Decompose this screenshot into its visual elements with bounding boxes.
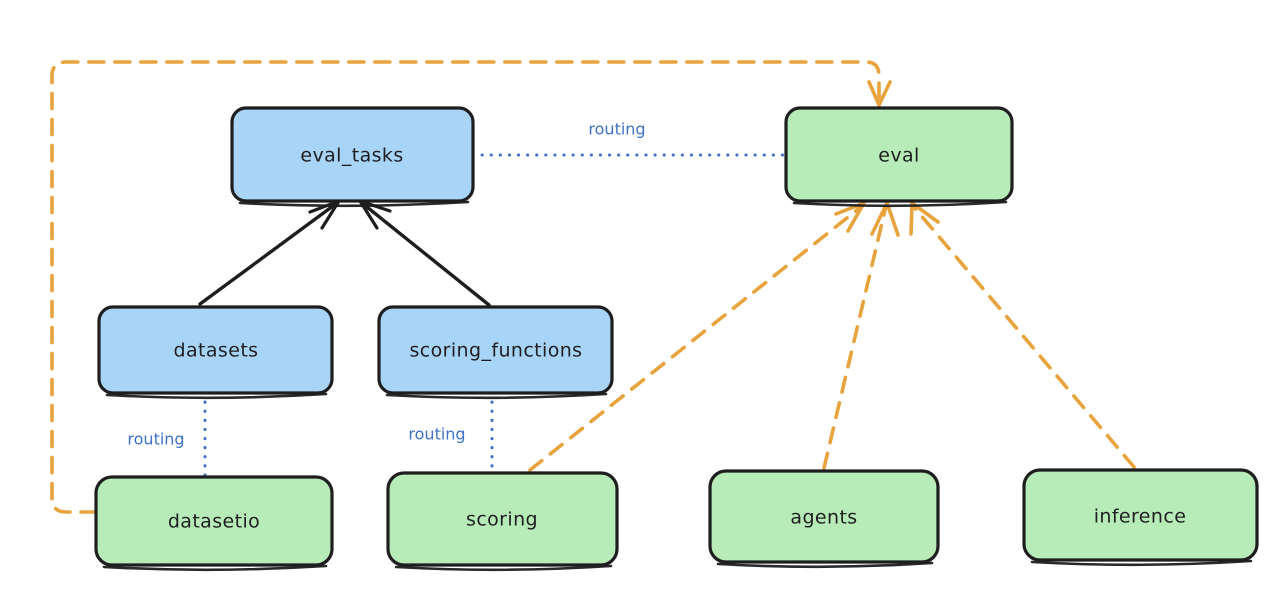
- node-datasetio-shape[interactable]: [94, 475, 334, 567]
- edge-agents-eval-arrowhead: [870, 201, 900, 237]
- edge-group-dependencies: [50, 60, 1136, 514]
- node-datasetio-label: datasetio: [168, 511, 260, 533]
- edge-scoring-eval-arrowhead: [834, 201, 866, 233]
- edge-label-group: routing routing routing: [127, 120, 645, 449]
- edge-scoring-functions-eval-tasks-path: [360, 201, 491, 307]
- edge-inference-eval-path: [911, 204, 1136, 469]
- node-scoring[interactable]: scoring: [386, 471, 619, 572]
- node-eval[interactable]: eval: [784, 106, 1014, 208]
- node-scoring-sketch-accent: [394, 564, 613, 572]
- edge-inference-eval: [909, 201, 1136, 469]
- edge-inference-eval-arrowhead: [909, 201, 940, 236]
- node-eval-tasks-label: eval_tasks: [300, 145, 403, 167]
- node-inference-shape[interactable]: [1022, 468, 1259, 562]
- edge-group-composition: [198, 199, 491, 307]
- edge-label-routing-eval-tasks: routing: [588, 120, 645, 139]
- node-eval-shape[interactable]: [784, 106, 1014, 203]
- node-eval-tasks[interactable]: eval_tasks: [230, 106, 475, 208]
- edge-datasetio-eval-arrowhead: [867, 80, 892, 107]
- node-agents-shape[interactable]: [708, 469, 940, 564]
- edge-datasetio-eval-path: [50, 60, 881, 514]
- node-scoring-shape[interactable]: [386, 471, 619, 567]
- node-inference-label: inference: [1094, 506, 1187, 528]
- node-inference[interactable]: inference: [1022, 468, 1259, 567]
- node-eval-tasks-sketch-accent: [238, 200, 470, 208]
- node-eval-sketch-accent: [792, 200, 1008, 208]
- edge-agents-eval-path: [822, 204, 888, 470]
- node-agents[interactable]: agents: [708, 469, 940, 569]
- edge-datasets-eval-tasks: [198, 199, 341, 306]
- edge-datasetio-eval: [50, 60, 892, 514]
- node-inference-sketch-accent: [1030, 559, 1253, 567]
- node-eval-tasks-shape[interactable]: [230, 106, 475, 203]
- edge-scoring-eval: [528, 201, 866, 472]
- edge-scoring-functions-eval-tasks: [358, 199, 491, 307]
- node-scoring-functions-sketch-accent: [385, 392, 608, 400]
- node-eval-label: eval: [878, 145, 919, 167]
- edge-datasets-eval-tasks-path: [198, 201, 339, 306]
- node-datasets-shape[interactable]: [97, 305, 334, 395]
- node-scoring-functions-label: scoring_functions: [410, 340, 583, 362]
- node-datasets-sketch-accent: [105, 392, 328, 400]
- edge-label-routing-scoring-functions: routing: [408, 425, 465, 444]
- node-datasets[interactable]: datasets: [97, 305, 334, 400]
- node-datasetio-sketch-accent: [102, 564, 328, 572]
- edge-label-routing-datasets: routing: [127, 430, 184, 449]
- node-scoring-label: scoring: [466, 509, 538, 531]
- node-agents-label: agents: [790, 507, 857, 529]
- node-datasetio[interactable]: datasetio: [94, 475, 334, 572]
- edge-scoring-eval-path: [528, 204, 864, 472]
- node-agents-sketch-accent: [716, 561, 934, 569]
- node-scoring-functions[interactable]: scoring_functions: [377, 305, 614, 400]
- node-datasets-label: datasets: [174, 340, 259, 362]
- edge-agents-eval: [822, 201, 900, 470]
- node-scoring-functions-shape[interactable]: [377, 305, 614, 395]
